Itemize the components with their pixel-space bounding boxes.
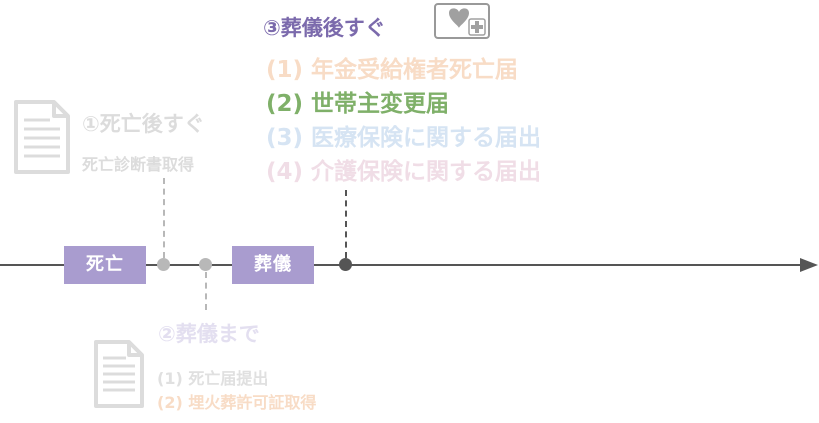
stage3-heading: ③葬儀後すぐ	[263, 16, 386, 40]
stage3-marker	[339, 258, 352, 271]
event-death: 死亡	[64, 246, 146, 284]
stage2-connector	[205, 272, 207, 310]
timeline-axis	[0, 264, 805, 266]
document-icon	[94, 340, 144, 408]
event-funeral: 葬儀	[232, 246, 314, 284]
timeline-arrow-icon	[800, 258, 818, 272]
stage2-heading: ②葬儀まで	[158, 322, 260, 346]
stage1-marker	[157, 258, 170, 271]
stage1-subtext: 死亡診断書取得	[82, 155, 195, 174]
stage3-item-2: (2) 世帯主変更届	[266, 91, 450, 117]
stage3-item-3: (3) 医療保険に関する届出	[266, 125, 542, 151]
stage1-heading: ①死亡後すぐ	[82, 112, 205, 136]
stage2-marker	[199, 258, 212, 271]
stage2-item-1: (1) 死亡届提出	[157, 369, 269, 388]
stage2-item-2: (2) 埋火葬許可証取得	[157, 393, 317, 412]
stage3-connector	[345, 190, 347, 258]
stage3-item-1: (1) 年金受給権者死亡届	[266, 57, 519, 83]
document-icon	[14, 100, 70, 174]
stage1-connector	[163, 178, 165, 258]
health-insurance-card-icon	[434, 3, 490, 39]
stage3-item-4: (4) 介護保険に関する届出	[266, 159, 542, 185]
